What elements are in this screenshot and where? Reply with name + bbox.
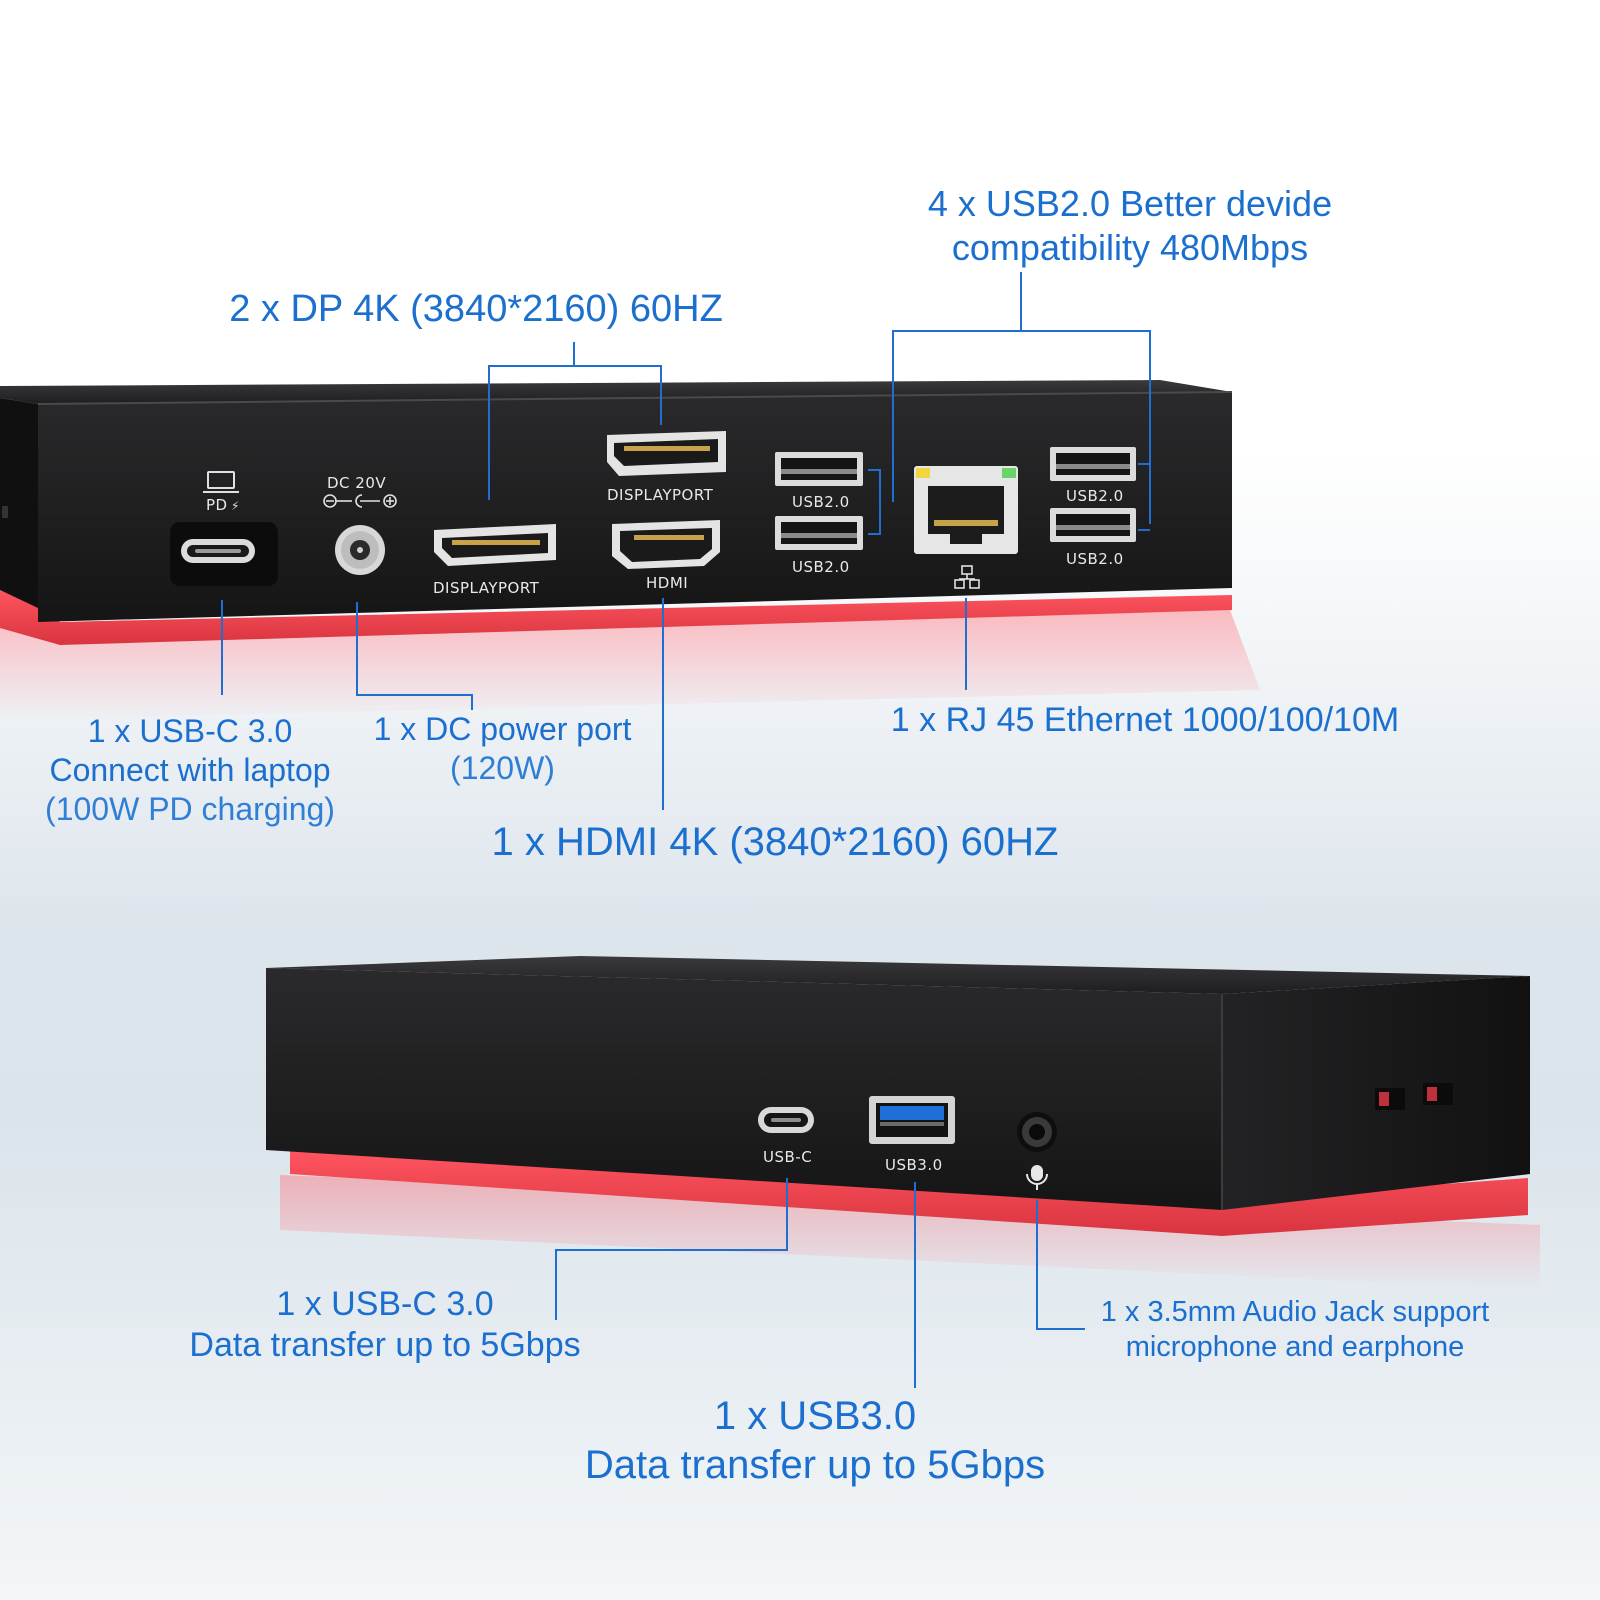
usb2-3-label: USB2.0: [1066, 487, 1124, 505]
rear-dock: PD ⚡ DC 20V D: [0, 380, 1260, 720]
callout-usbc-data-line1: 1 x USB-C 3.0: [276, 1285, 494, 1323]
front-dock-body: [266, 968, 1222, 1210]
callout-usb3-line2: Data transfer up to 5Gbps: [584, 1442, 1046, 1487]
callout-dp-line1: 2 x DP 4K (3840*2160) 60HZ: [229, 288, 723, 330]
displayport-1: [434, 524, 556, 566]
front-dock-red-base: [290, 1150, 1528, 1236]
lock-slot-icon: [1375, 1083, 1453, 1110]
leader-lines: [221, 272, 1151, 1388]
usb2-port-3: [1050, 447, 1136, 481]
callout-hdmi: 1 x HDMI 4K (3840*2160) 60HZ: [450, 818, 1100, 867]
hdmi-port: [612, 520, 720, 569]
displayport-2-label: DISPLAYPORT: [607, 486, 714, 504]
usb2-2-label: USB2.0: [792, 558, 850, 576]
callout-usb2-line1: 4 x USB2.0 Better devide: [927, 183, 1333, 224]
usb2-1-label: USB2.0: [792, 493, 850, 511]
callout-dc-line1: 1 x DC power port: [373, 711, 632, 747]
callout-usb3: 1 x USB3.0 Data transfer up to 5Gbps: [535, 1392, 1095, 1490]
dc-label: DC 20V: [327, 474, 386, 492]
usb2-port-2: [775, 516, 863, 550]
network-icon: [954, 565, 980, 589]
displayport-2: [607, 431, 726, 476]
usb2-4-label: USB2.0: [1066, 550, 1124, 568]
callout-rj45-line1: 1 x RJ 45 Ethernet 1000/100/10M: [890, 701, 1400, 739]
front-usbc-port: [758, 1107, 814, 1133]
hdmi-label: HDMI: [646, 574, 688, 592]
callout-usbc-pd-line3: (100W PD charging): [45, 791, 335, 828]
audio-jack: [1017, 1112, 1057, 1152]
usb2-port-4: [1050, 508, 1136, 542]
callout-usbc-data-line2: Data transfer up to 5Gbps: [189, 1326, 581, 1365]
callout-usb2-line2: compatibility 480Mbps: [951, 226, 1309, 268]
front-usbc-label: USB-C: [763, 1148, 812, 1166]
front-usb3-label: USB3.0: [885, 1156, 943, 1174]
callout-usb2: 4 x USB2.0 Better devide compatibility 4…: [895, 182, 1365, 270]
rear-dock-red-base: [0, 590, 1232, 645]
callout-usbc-pd-line1: 1 x USB-C 3.0: [87, 713, 293, 749]
callout-dp: 2 x DP 4K (3840*2160) 60HZ: [196, 286, 756, 332]
callout-dc-line2: (120W): [450, 750, 555, 787]
rj45-port: [914, 466, 1018, 554]
headset-mic-icon: [1026, 1165, 1048, 1190]
polarity-icon: [323, 494, 397, 508]
callout-usbc-pd: 1 x USB-C 3.0 Connect with laptop (100W …: [20, 712, 360, 829]
pd-label: PD: [206, 496, 228, 514]
callout-hdmi-line1: 1 x HDMI 4K (3840*2160) 60HZ: [491, 820, 1059, 864]
rear-dock-body: [38, 392, 1232, 622]
laptop-icon: [203, 471, 239, 493]
usb2-port-1: [775, 452, 863, 486]
callout-audio: 1 x 3.5mm Audio Jack support microphone …: [1060, 1295, 1530, 1366]
callout-dc: 1 x DC power port (120W): [345, 710, 660, 788]
callout-audio-line1: 1 x 3.5mm Audio Jack support: [1100, 1296, 1490, 1328]
callout-usb3-line1: 1 x USB3.0: [713, 1394, 917, 1438]
front-dock: USB-C USB3.0: [266, 956, 1540, 1290]
usbc-pd-port: [170, 522, 278, 586]
callout-usbc-pd-line2: Connect with laptop: [49, 752, 331, 789]
dc-jack: [335, 525, 385, 575]
callout-usbc-data: 1 x USB-C 3.0 Data transfer up to 5Gbps: [160, 1284, 610, 1367]
callout-audio-line2: microphone and earphone: [1125, 1331, 1465, 1364]
displayport-1-label: DISPLAYPORT: [433, 579, 540, 597]
front-usb3-port: [869, 1096, 955, 1144]
lightning-icon: ⚡: [231, 499, 239, 513]
callout-rj45: 1 x RJ 45 Ethernet 1000/100/10M: [850, 700, 1440, 741]
